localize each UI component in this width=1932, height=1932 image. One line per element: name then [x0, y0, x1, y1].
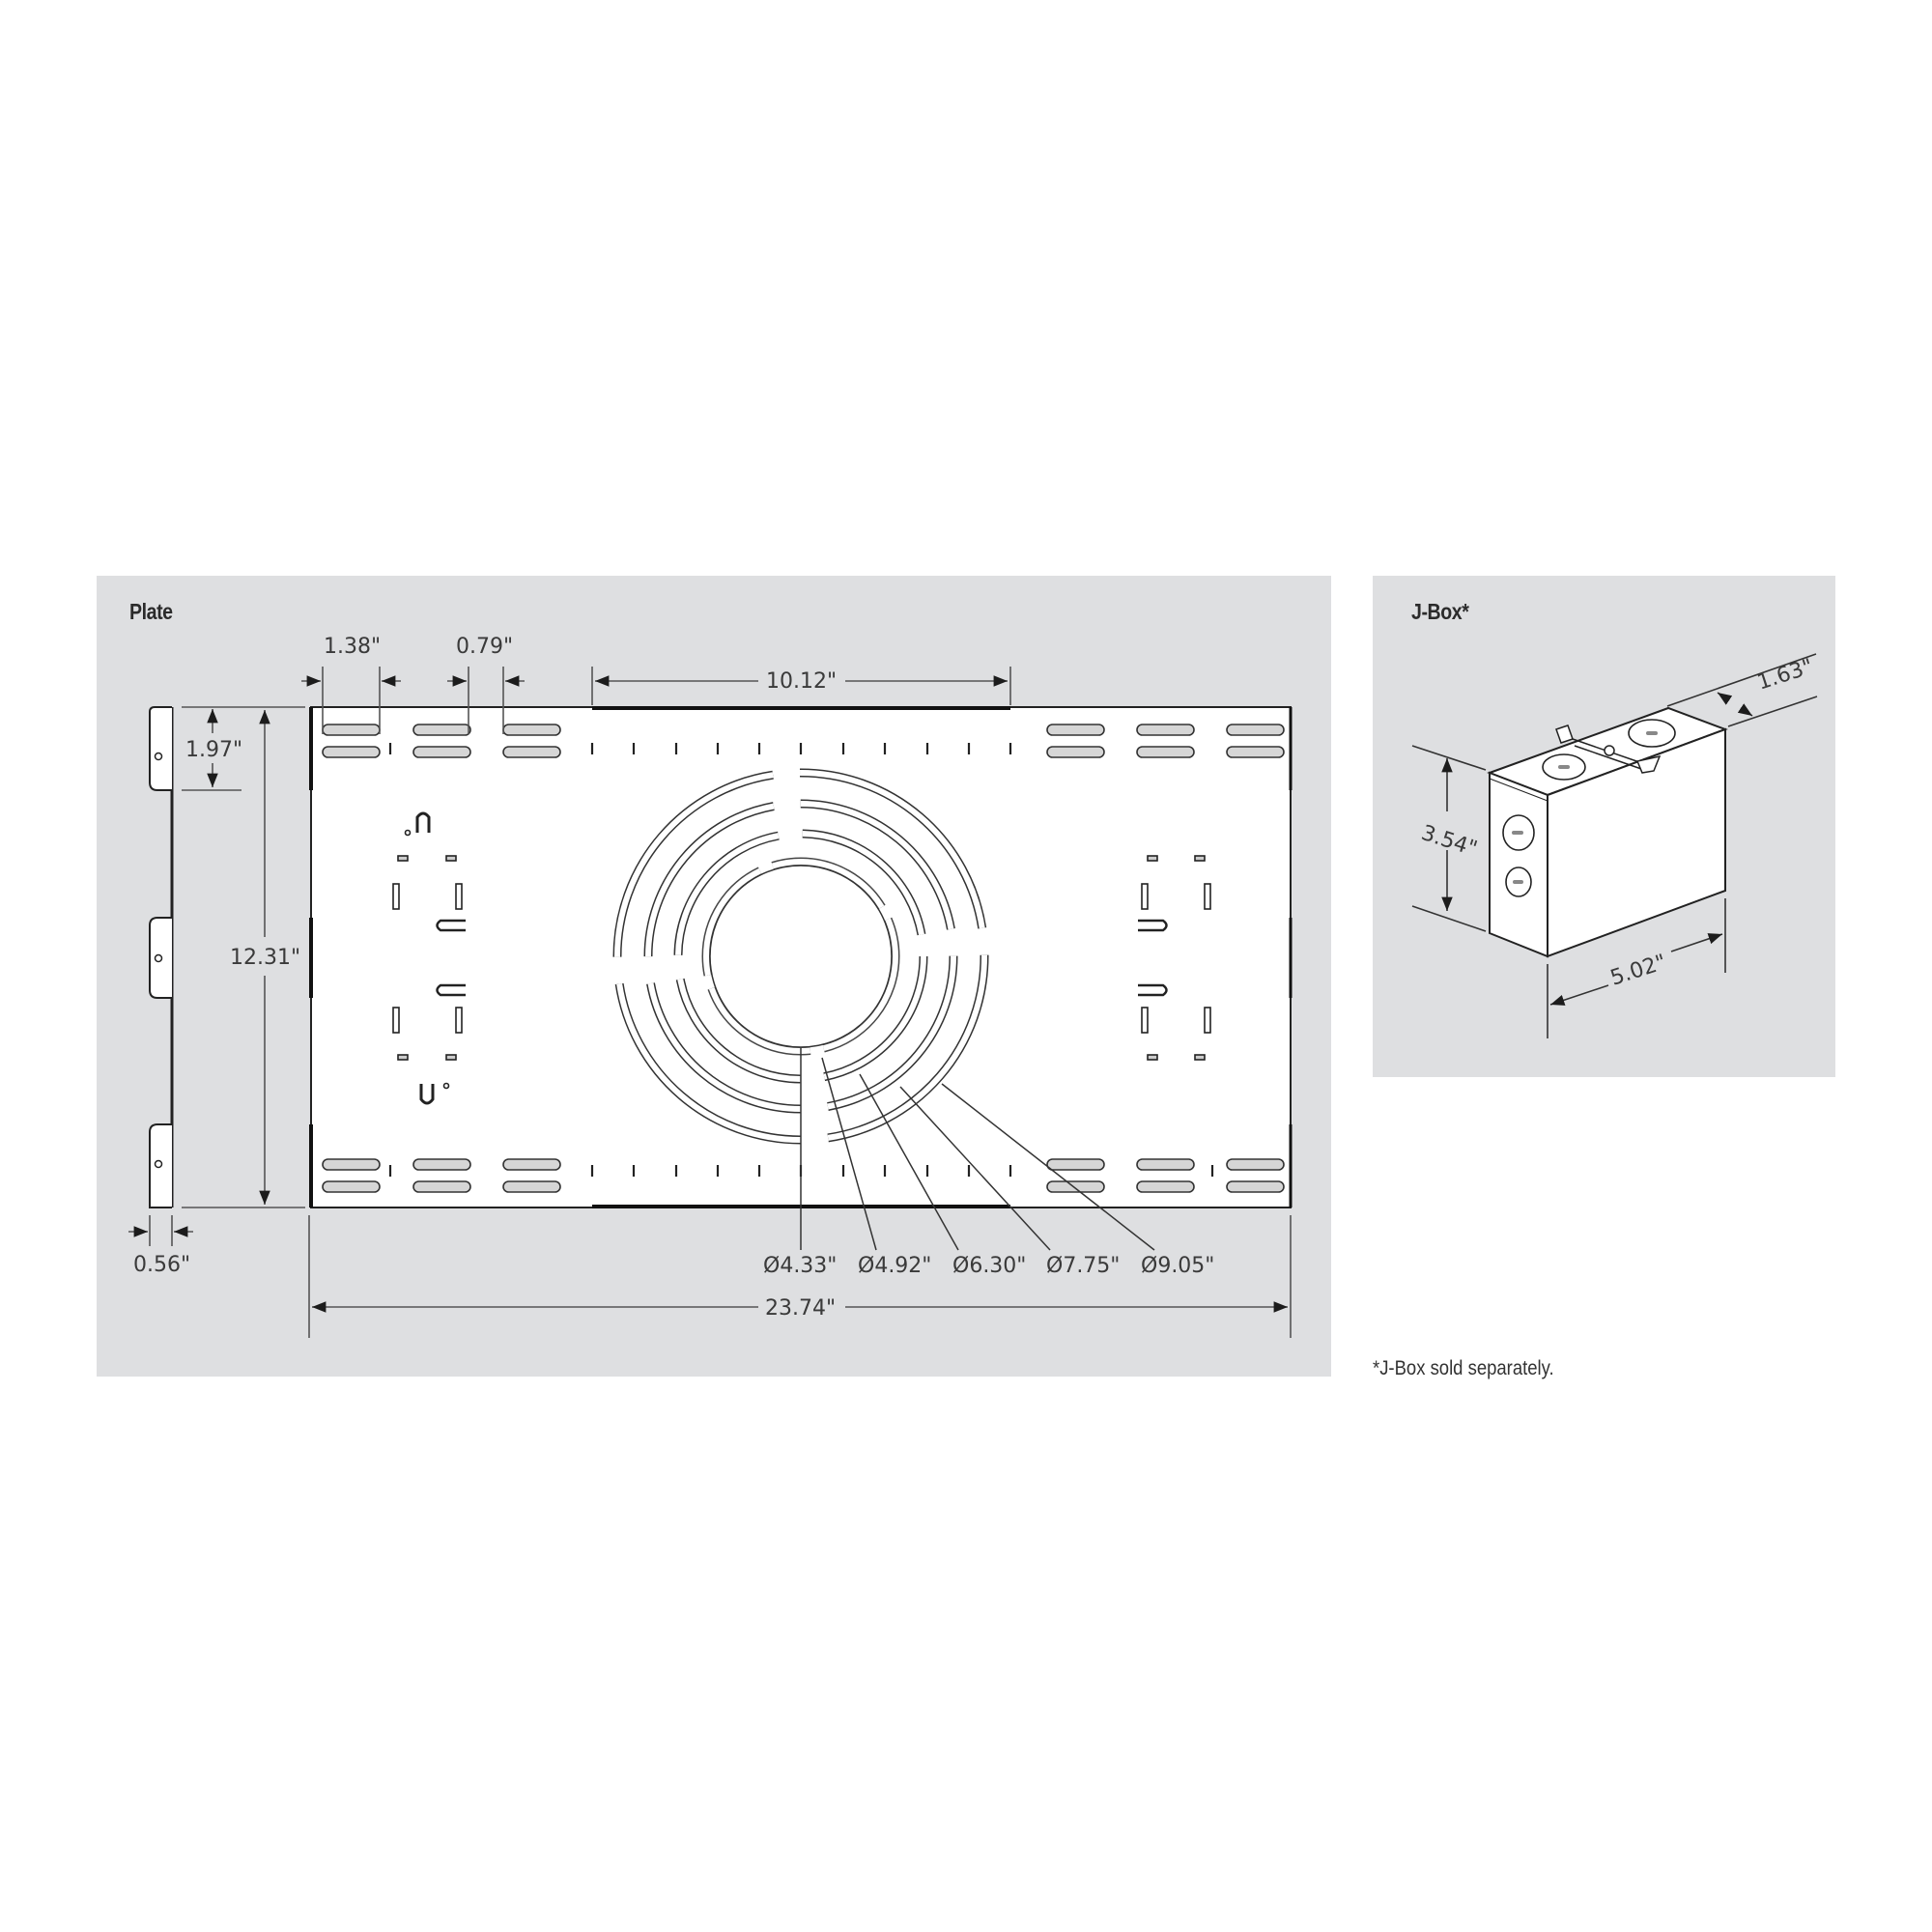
diameter-label-3: Ø6.30"	[952, 1254, 1026, 1278]
plate-width-dimension	[308, 1215, 1292, 1338]
diameter-label-5: Ø9.05"	[1141, 1254, 1214, 1278]
plate-side-view	[149, 706, 174, 1208]
plate-height-label: 12.31"	[230, 946, 300, 970]
plate-title: Plate	[129, 599, 173, 624]
side-dimensions	[128, 706, 305, 1246]
jbox-title: J-Box*	[1411, 599, 1469, 624]
jbox-height-label: 3.54"	[1418, 821, 1480, 862]
plate-thickness-label: 0.56"	[133, 1253, 190, 1277]
diameter-label-2: Ø4.92"	[858, 1254, 931, 1278]
center-span-label: 10.12"	[766, 669, 837, 694]
slot-width-label: 1.38"	[324, 635, 381, 659]
diameter-label-4: Ø7.75"	[1046, 1254, 1120, 1278]
jbox-dimensions	[1411, 653, 1818, 1038]
tab-height-label: 1.97"	[185, 738, 242, 762]
left-mount-features	[392, 811, 466, 1105]
diameter-leaders	[800, 1048, 1155, 1251]
jbox-footnote: *J-Box sold separately.	[1373, 1357, 1554, 1379]
right-mount-features	[1138, 855, 1211, 1061]
slot-gap-label: 0.79"	[456, 635, 513, 659]
top-dimensions	[301, 667, 1011, 734]
jbox-depth-label: 1.63"	[1754, 655, 1816, 696]
tick-marks	[388, 743, 1214, 1177]
jbox-drawing	[1487, 706, 1728, 958]
jbox-width-label: 5.02"	[1607, 951, 1669, 991]
diameter-label-1: Ø4.33"	[763, 1254, 837, 1278]
plate-width-label: 23.74"	[765, 1296, 836, 1321]
